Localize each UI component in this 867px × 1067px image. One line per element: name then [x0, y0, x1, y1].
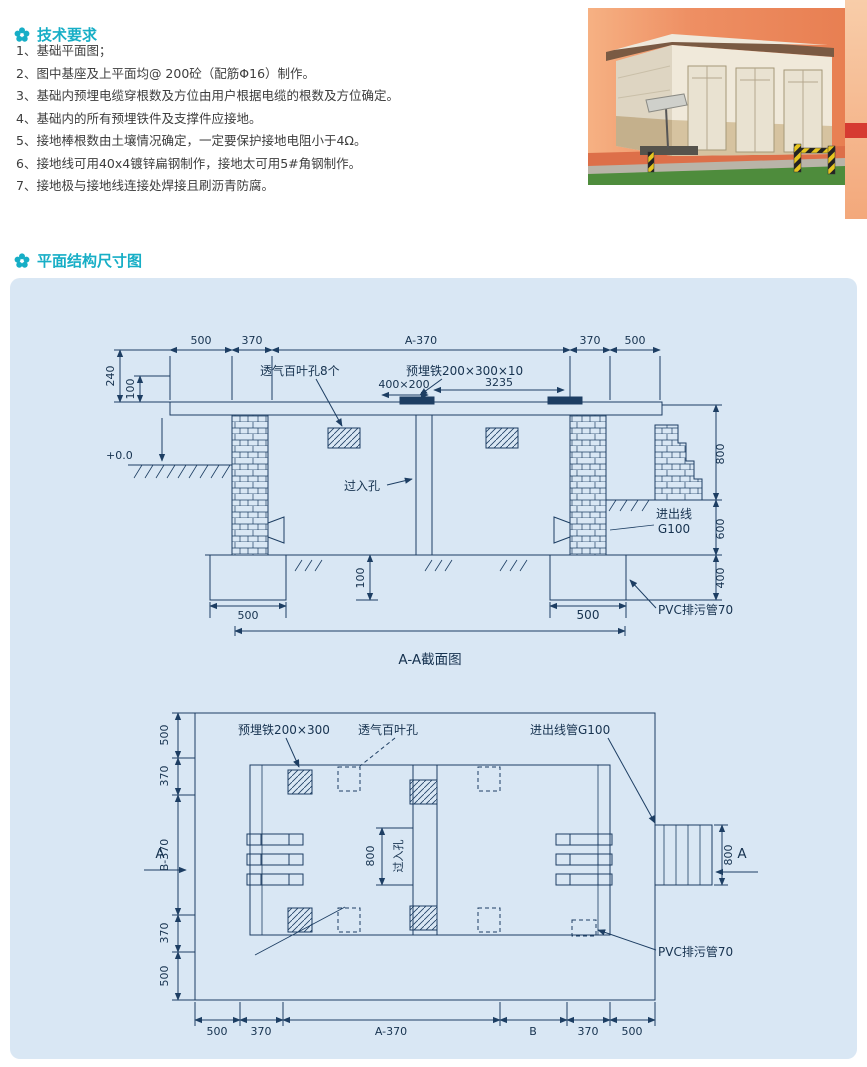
tech-item-2: 2、图中基座及上平面均@ 200砼（配筋Φ16）制作。 [16, 65, 316, 81]
flower-icon [14, 253, 30, 269]
vent-label: 透气百叶孔8个 [260, 363, 340, 378]
dim-label: 500 [625, 334, 646, 347]
flower-icon [14, 27, 30, 43]
cross-section-labels: 500 370 A-370 370 500 240 100 +0.0 透气百叶孔… [104, 334, 733, 668]
tech-title-text: 技术要求 [37, 26, 98, 45]
plan-view-drawing [144, 712, 758, 1026]
inout-line-size: G100 [658, 522, 690, 536]
dim-label: 400 [714, 568, 727, 589]
dim-label: 800 [364, 846, 377, 867]
tech-item-7: 7、接地极与接地线连接处焊接且刷沥青防腐。 [16, 178, 274, 193]
embed-plate-label: 预埋铁200×300 [238, 723, 330, 737]
plan-section-title: 平面结构尺寸图 [14, 250, 142, 271]
dim-label: 500 [238, 609, 259, 622]
cross-section-caption: A-A截面图 [398, 652, 461, 668]
edge-red-marker [845, 123, 867, 138]
tech-item-6: 6、接地线可用40x4镀锌扁钢制作，接地太可用5#角钢制作。 [16, 155, 362, 171]
tech-item-5: 5、接地棒根数由土壤情况确定，一定要保护接地电阻小于4Ω。 [16, 133, 367, 148]
access-hole-label: 过入孔 [392, 840, 405, 873]
dim-label: 800 [714, 444, 727, 465]
access-hole-label: 过入孔 [344, 479, 380, 493]
tech-requirements-list: 1、基础平面图； 2、图中基座及上平面均@ 200砼（配筋Φ16）制作。 3、基… [16, 40, 581, 198]
dim-label: 500 [207, 1025, 228, 1038]
photo-grass [588, 166, 845, 185]
dim-label: 800 [722, 845, 735, 866]
substation-photo [588, 8, 845, 185]
tech-item-4: 4、基础内的所有预埋铁件及支撑件应接地。 [16, 110, 262, 126]
substation-photo-illustration [588, 8, 845, 185]
page-edge-strip [845, 0, 867, 219]
drawing-panel: 500 370 A-370 370 500 240 100 +0.0 透气百叶孔… [10, 278, 857, 1059]
dim-label: 370 [158, 923, 171, 944]
plan-title-text: 平面结构尺寸图 [37, 252, 143, 271]
dim-label: 500 [577, 608, 600, 622]
cross-section-drawing [114, 346, 722, 636]
tech-item-1: 1、基础平面图； [16, 43, 112, 58]
inout-duct-label: 进出线管G100 [530, 722, 610, 737]
dim-label: 100 [354, 568, 367, 589]
plan-view-labels: 预埋铁200×300 透气百叶孔 进出线管G100 500 370 B-370 … [155, 722, 747, 1038]
dim-label: 500 [158, 966, 171, 987]
structure-drawings: 500 370 A-370 370 500 240 100 +0.0 透气百叶孔… [104, 334, 758, 1038]
dim-label: B [529, 1025, 537, 1038]
vent-size-label: 400×200 [378, 378, 429, 391]
inout-line-label: 进出线 [656, 507, 692, 521]
dim-label: B-370 [158, 839, 171, 872]
pvc-pipe-label: PVC排污管70 [658, 944, 733, 959]
vent-label: 透气百叶孔 [358, 722, 418, 737]
dim-label: 600 [714, 519, 727, 540]
substation-building [606, 34, 834, 156]
dim-label: A-370 [405, 334, 437, 347]
dim-label: 240 [104, 366, 117, 387]
dim-label: 3235 [485, 376, 513, 389]
tech-section-title: 技术要求 [14, 24, 97, 45]
section-marker-right: A [737, 846, 747, 862]
dim-label: 500 [191, 334, 212, 347]
dim-label: A-370 [375, 1025, 407, 1038]
sign-board [640, 93, 698, 155]
embed-plate-label: 预埋铁200×300×10 [406, 364, 523, 378]
dim-label: 500 [158, 725, 171, 746]
dim-label: 370 [158, 766, 171, 787]
dim-label: 100 [124, 379, 137, 400]
dim-label: 370 [242, 334, 263, 347]
level-label: +0.0 [106, 449, 133, 462]
section-marker-left: A [155, 846, 165, 862]
dim-label: 370 [580, 334, 601, 347]
dim-label: 370 [251, 1025, 272, 1038]
dim-label: 500 [622, 1025, 643, 1038]
safety-bollards [647, 143, 836, 175]
tech-item-3: 3、基础内预埋电缆穿根数及方位由用户根据电缆的根数及方位确定。 [16, 88, 399, 103]
dim-label: 370 [578, 1025, 599, 1038]
pvc-pipe-label: PVC排污管70 [658, 602, 733, 617]
